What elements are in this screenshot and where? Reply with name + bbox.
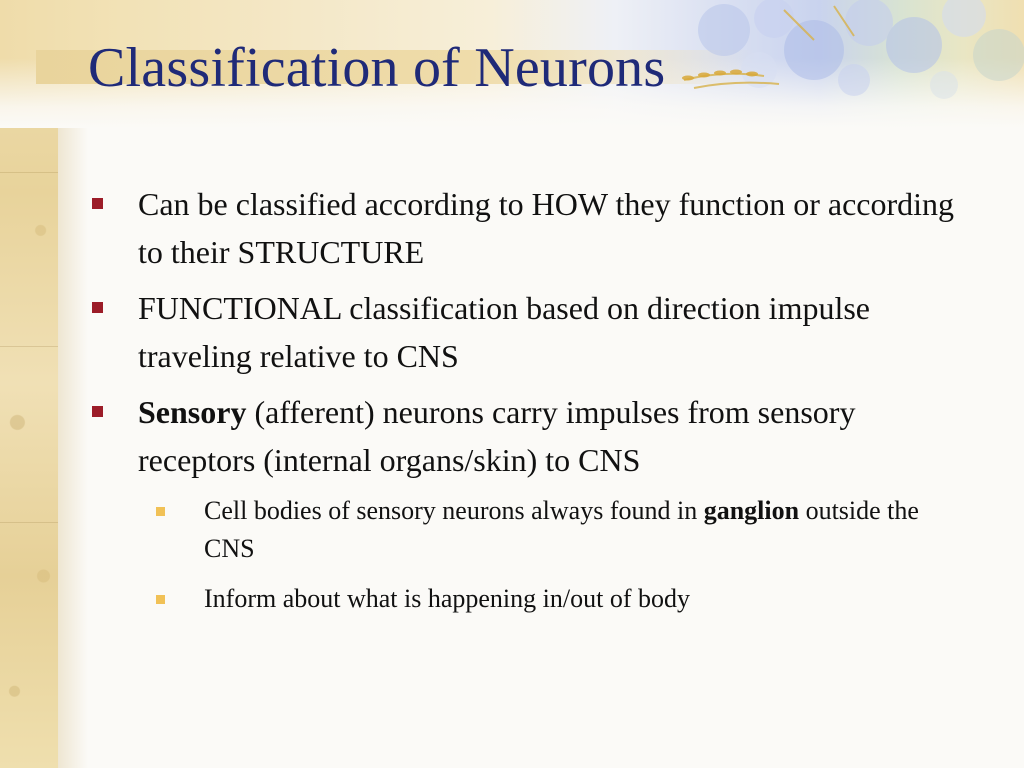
sub-bullet-text: Inform about what is happening in/out of… [204, 584, 690, 613]
sub-bullet-text: outside the CNS [204, 496, 919, 563]
square-sub-bullet-icon [156, 595, 165, 604]
sub-bullet-item: Cell bodies of sensory neurons always fo… [88, 492, 968, 568]
square-bullet-icon [92, 406, 103, 417]
strip-seam [0, 522, 58, 523]
square-bullet-icon [92, 302, 103, 313]
bullet-text: FUNCTIONAL classification based on direc… [138, 290, 870, 374]
bullet-item: Sensory (afferent) neurons carry impulse… [88, 388, 968, 484]
strip-seam [0, 346, 58, 347]
strip-seam [0, 172, 58, 173]
bold-term: Sensory [138, 394, 247, 430]
slide-title: Classification of Neurons [88, 37, 666, 99]
title-backdrop [36, 50, 756, 84]
bullet-item: Can be classified according to HOW they … [88, 180, 968, 276]
sub-bullet-text: Cell bodies of sensory neurons always fo… [204, 496, 704, 525]
square-bullet-icon [92, 198, 103, 209]
bullet-text: (afferent) neurons carry impulses from s… [138, 394, 856, 478]
flower-illustration [682, 0, 1024, 99]
square-sub-bullet-icon [156, 507, 165, 516]
bold-term: ganglion [703, 496, 800, 525]
parchment-strip [0, 0, 88, 768]
bullet-item: FUNCTIONAL classification based on direc… [88, 284, 968, 380]
sub-bullet-item: Inform about what is happening in/out of… [88, 580, 968, 618]
bullet-list: Can be classified according to HOW they … [88, 180, 968, 630]
bullet-text: Can be classified according to HOW they … [138, 186, 955, 270]
